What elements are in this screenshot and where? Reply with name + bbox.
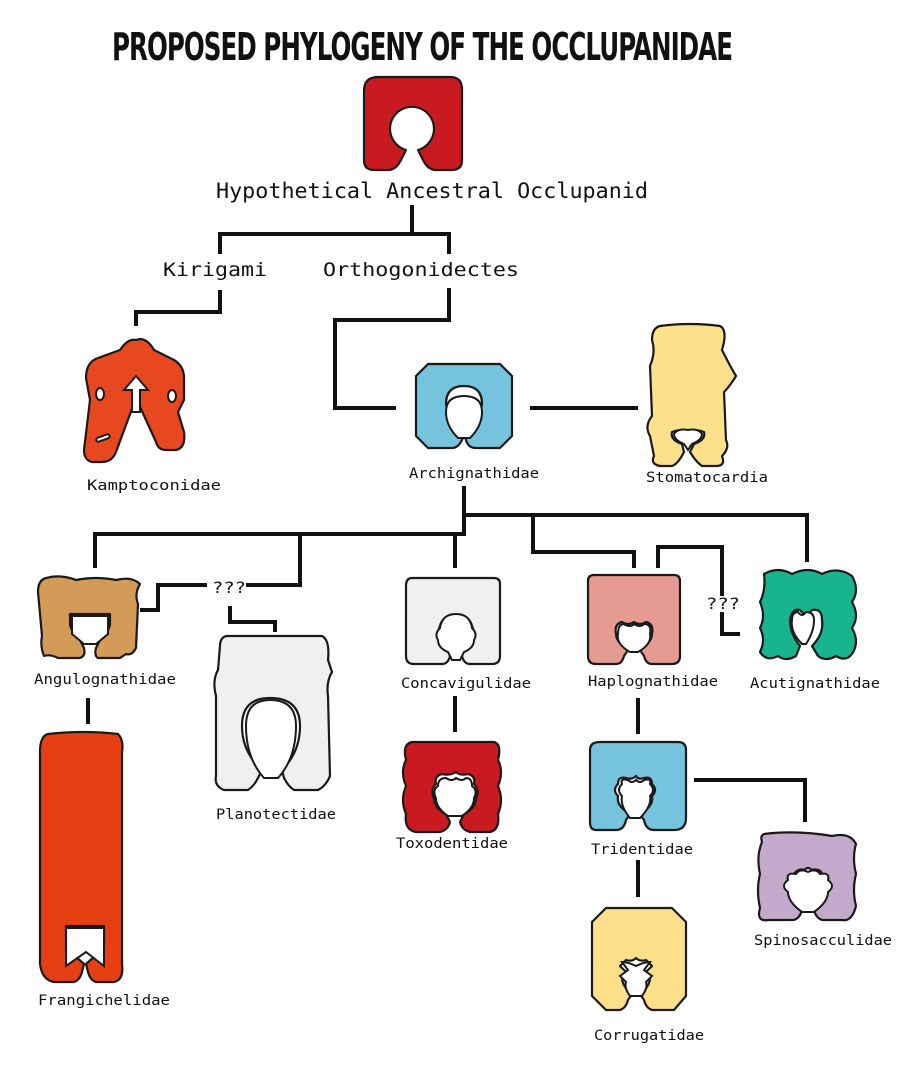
concavigulidae-mouth bbox=[435, 612, 477, 661]
haplognathidae-shape bbox=[586, 573, 682, 666]
acutignathidae-shape bbox=[758, 568, 858, 661]
angulognathidae-mouth bbox=[71, 615, 109, 645]
taxon-spinosacculidae bbox=[756, 831, 858, 922]
diagram-title: PROPOSED PHYLOGENY OF THE OCCLUPANIDAE bbox=[112, 25, 732, 69]
stomatocardia-shape bbox=[646, 322, 738, 468]
edge-planotectidae-drop bbox=[246, 532, 302, 587]
uncertain-mark-right: ??? bbox=[706, 594, 740, 613]
archignathidae-mouth bbox=[444, 394, 484, 439]
label-tridentidae: Tridentidae bbox=[591, 842, 693, 858]
taxon-concavigulidae bbox=[404, 576, 502, 666]
taxon-toxodentidae bbox=[401, 740, 503, 834]
planotectidae-shape bbox=[213, 634, 334, 792]
corrugatidae-shape bbox=[590, 906, 688, 1012]
label-kamptoconidae: Kamptoconidae bbox=[87, 478, 221, 494]
label-spinosacculidae: Spinosacculidae bbox=[754, 933, 892, 949]
tridentidae-mouth bbox=[618, 778, 654, 819]
edge-angulo-planoted bbox=[140, 583, 207, 612]
taxon-archignathidae bbox=[414, 362, 514, 450]
label-stomatocardia: Stomatocardia bbox=[646, 470, 768, 486]
edge-right-group bbox=[462, 513, 809, 568]
edge-kirigami bbox=[134, 290, 222, 326]
root-shape bbox=[362, 75, 464, 172]
acutignathidae-mouth bbox=[790, 610, 816, 645]
edge-orthogonidectes bbox=[333, 288, 451, 410]
label-archignathidae: Archignathidae bbox=[409, 466, 539, 482]
label-frangichelidae: Frangichelidae bbox=[38, 993, 170, 1009]
tree-edges bbox=[86, 205, 809, 897]
edge-spinosacculidae bbox=[694, 778, 807, 822]
kamptoconidae-arrow bbox=[121, 374, 151, 413]
frangichelidae-shape bbox=[38, 730, 124, 984]
label-acutignathidae: Acutignathidae bbox=[750, 676, 880, 692]
label-planotectidae: Planotectidae bbox=[216, 807, 336, 823]
taxon-stomatocardia bbox=[646, 322, 738, 468]
haplognathidae-mouth bbox=[616, 622, 652, 653]
spinosacculidae-mouth bbox=[783, 869, 833, 913]
label-haplognathidae: Haplognathidae bbox=[588, 674, 718, 690]
archignathidae-shape bbox=[414, 362, 514, 450]
label-corrugatidae: Corrugatidae bbox=[594, 1028, 704, 1044]
tridentidae-shape bbox=[588, 740, 688, 832]
taxon-haplognathidae bbox=[586, 573, 682, 666]
taxon-planotectidae bbox=[213, 634, 334, 792]
stomatocardia-heart bbox=[672, 428, 704, 452]
kamptoconidae-slit bbox=[95, 433, 111, 443]
kamptoconidae-eye-left bbox=[95, 387, 105, 401]
toxodentidae-mouth bbox=[433, 776, 477, 817]
label-toxodentidae: Toxodentidae bbox=[396, 836, 508, 852]
label-concavigulidae: Concavigulidae bbox=[401, 676, 531, 692]
branch-label-orthogonidectes: Orthogonidectes bbox=[323, 259, 519, 281]
taxon-kamptoconidae bbox=[82, 338, 186, 464]
label-angulognathidae: Angulognathidae bbox=[34, 672, 176, 688]
branch-label-kirigami: Kirigami bbox=[163, 259, 267, 281]
taxon-acutignathidae bbox=[758, 568, 858, 661]
root-occlupanid bbox=[362, 75, 464, 172]
uncertain-mark-left: ??? bbox=[212, 578, 246, 597]
kamptoconidae-eye-right bbox=[167, 389, 177, 403]
edge-planoted-question bbox=[228, 606, 277, 632]
edge-root bbox=[218, 205, 451, 254]
taxon-angulognathidae bbox=[36, 575, 142, 660]
taxon-frangichelidae bbox=[38, 730, 124, 984]
planotectidae-mouth bbox=[244, 698, 298, 779]
toxodentidae-shape bbox=[401, 740, 503, 834]
taxon-corrugatidae bbox=[590, 906, 688, 1012]
corrugatidae-mouth bbox=[618, 960, 654, 997]
taxon-tridentidae bbox=[588, 740, 688, 832]
edge-haplo-acuti bbox=[656, 545, 740, 636]
root-label: Hypothetical Ancestral Occlupanid bbox=[216, 179, 648, 203]
frangichelidae-mouth bbox=[65, 927, 105, 969]
